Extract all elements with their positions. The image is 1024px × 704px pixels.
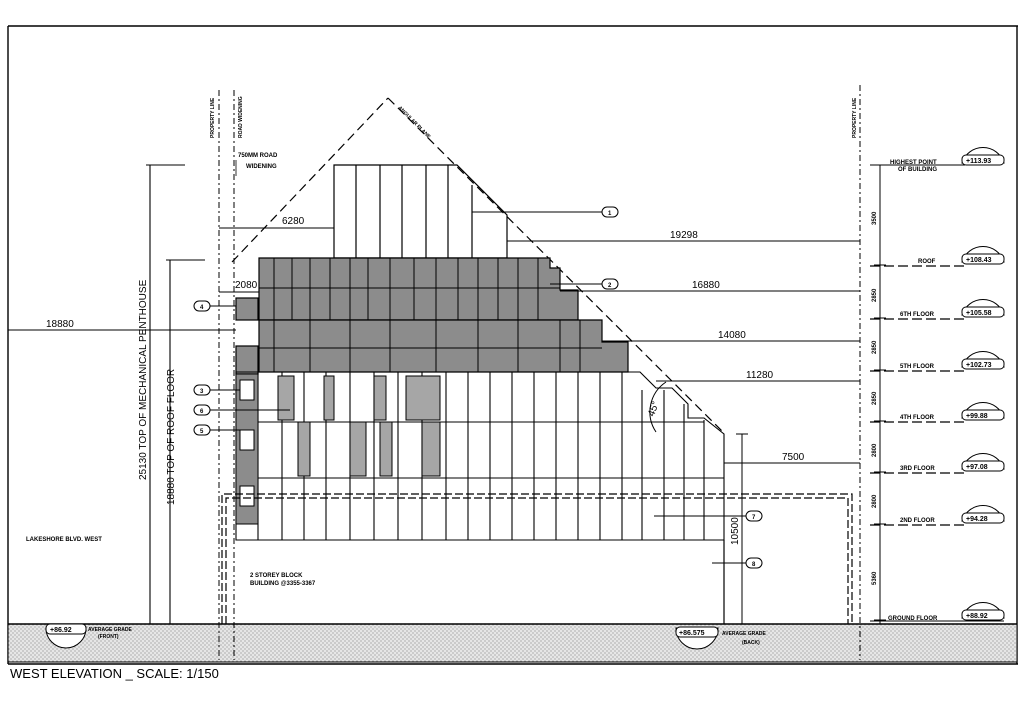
sheet-frame (7, 25, 1018, 665)
ground-hatch (7, 623, 1018, 663)
svg-text:AVERAGE GRADE(BACK): AVERAGE GRADE(BACK) (722, 631, 766, 646)
property-line-label-left: PROPERTY LINE (210, 97, 216, 138)
callout-tag: 7 (745, 510, 763, 522)
callout-tag: 8 (745, 557, 763, 569)
angle-arc (649, 381, 667, 433)
road-widening-label: ROAD WIDENING (238, 96, 244, 138)
dim-7500: 7500 (782, 452, 805, 463)
level-marker: 3RD FLOOR +97.08 (900, 453, 1005, 472)
svg-text:+86.92: +86.92 (50, 627, 72, 634)
svg-text:5: 5 (200, 429, 204, 435)
grade-marker-back: +86.575 AVERAGE GRADE(BACK) (675, 626, 766, 650)
floor-height-2800: 2800 (872, 443, 878, 457)
callout-tag: 6 (193, 404, 211, 416)
svg-text:+88.92: +88.92 (966, 613, 988, 620)
dim-6280: 6280 (282, 216, 305, 227)
setback-dimensions (219, 227, 860, 624)
svg-text:5TH FLOOR: 5TH FLOOR (900, 364, 935, 370)
svg-text:4: 4 (200, 305, 204, 311)
dim-left-18880: 18880 (46, 319, 74, 330)
svg-text:AVERAGE GRADE(FRONT): AVERAGE GRADE(FRONT) (88, 627, 132, 640)
dim-10500: 10500 (730, 517, 741, 545)
svg-text:6: 6 (200, 409, 204, 415)
floor-height-5360: 5360 (872, 571, 878, 585)
svg-text:GROUND FLOOR: GROUND FLOOR (888, 616, 938, 622)
level-marker: 4TH FLOOR +99.88 (900, 402, 1005, 421)
level-marker: 6TH FLOOR +105.58 (900, 299, 1005, 318)
svg-text:2ND FLOOR: 2ND FLOOR (900, 518, 935, 524)
callout-tag: 1 (601, 206, 619, 218)
floor-height-dimension-line (874, 164, 886, 624)
dim-11280: 11280 (746, 370, 774, 381)
level-lines (870, 265, 965, 526)
grade-marker-front: +86.92 AVERAGE GRADE(FRONT) (45, 623, 132, 649)
svg-text:3: 3 (200, 389, 204, 395)
vertical-dimensions-left (146, 164, 205, 624)
dim-19298: 19298 (670, 230, 698, 241)
drawing-title: WEST ELEVATION _ SCALE: 1/150 (10, 666, 219, 681)
dim-roof-height: 18880 TOP OF ROOF FLOOR (166, 369, 177, 505)
svg-text:+97.08: +97.08 (966, 464, 988, 471)
dim-2080: 2080 (235, 280, 258, 291)
callout-leaders (208, 211, 748, 564)
angular-plane (231, 97, 726, 435)
svg-text:4TH FLOOR: 4TH FLOOR (900, 415, 935, 421)
callout-tag: 5 (193, 424, 211, 436)
floor-height-2850: 2850 (872, 288, 878, 302)
svg-text:3RD FLOOR: 3RD FLOOR (900, 466, 935, 472)
svg-text:2: 2 (608, 283, 612, 289)
callout-tag: 4 (193, 300, 211, 312)
level-marker: ROOF +108.43 (918, 246, 1005, 265)
dim-14080: 14080 (718, 330, 746, 341)
property-lines (218, 85, 861, 660)
street-label: LAKESHORE BLVD. WEST (26, 537, 102, 543)
dim-16880: 16880 (692, 280, 720, 291)
svg-text:6TH FLOOR: 6TH FLOOR (900, 312, 935, 318)
floor-height-2850: 2850 (872, 340, 878, 354)
mechanical-penthouse (333, 164, 508, 259)
road-widening-note: 750MM ROAD WIDENING (238, 153, 279, 170)
svg-text:+99.88: +99.88 (966, 413, 988, 420)
svg-text:+94.28: +94.28 (966, 516, 988, 523)
left-edge-panels (235, 373, 259, 525)
svg-text:+102.73: +102.73 (966, 362, 992, 369)
floor-height-2800: 2800 (872, 494, 878, 508)
svg-text:+108.43: +108.43 (966, 257, 992, 264)
svg-text:1: 1 (608, 211, 612, 217)
level-marker: 2ND FLOOR +94.28 (900, 505, 1005, 524)
balcony-panels (277, 375, 441, 477)
neighbor-building-note: 2 STOREY BLOCK BUILDING @3355-3367 (250, 573, 316, 587)
svg-text:+105.58: +105.58 (966, 310, 992, 317)
level-marker: GROUND FLOOR +88.92 (888, 602, 1005, 622)
callout-tag: 3 (193, 384, 211, 396)
svg-text:7: 7 (752, 515, 756, 521)
property-line-label-right: PROPERTY LINE (852, 97, 858, 138)
level-lines-solid (870, 164, 1004, 622)
svg-text:ROOF: ROOF (918, 259, 936, 265)
level-marker: 5TH FLOOR +102.73 (900, 351, 1005, 370)
upper-floor-mullions (259, 258, 602, 372)
svg-text:+113.93: +113.93 (966, 158, 991, 165)
floor-height-2850: 2850 (872, 391, 878, 405)
angle-label: 45° (646, 400, 662, 418)
neighbor-building-outline (221, 493, 853, 624)
svg-text:+86.575: +86.575 (679, 630, 705, 637)
angular-plane-label: ANGULAR PLANE (397, 105, 432, 140)
floor-height-3500: 3500 (872, 211, 878, 225)
dim-penthouse-height: 25130 TOP OF MECHANICAL PENTHOUSE (138, 279, 149, 480)
building-upper-floors (235, 257, 629, 375)
svg-text:8: 8 (752, 562, 756, 568)
callout-tag: 2 (601, 278, 619, 290)
